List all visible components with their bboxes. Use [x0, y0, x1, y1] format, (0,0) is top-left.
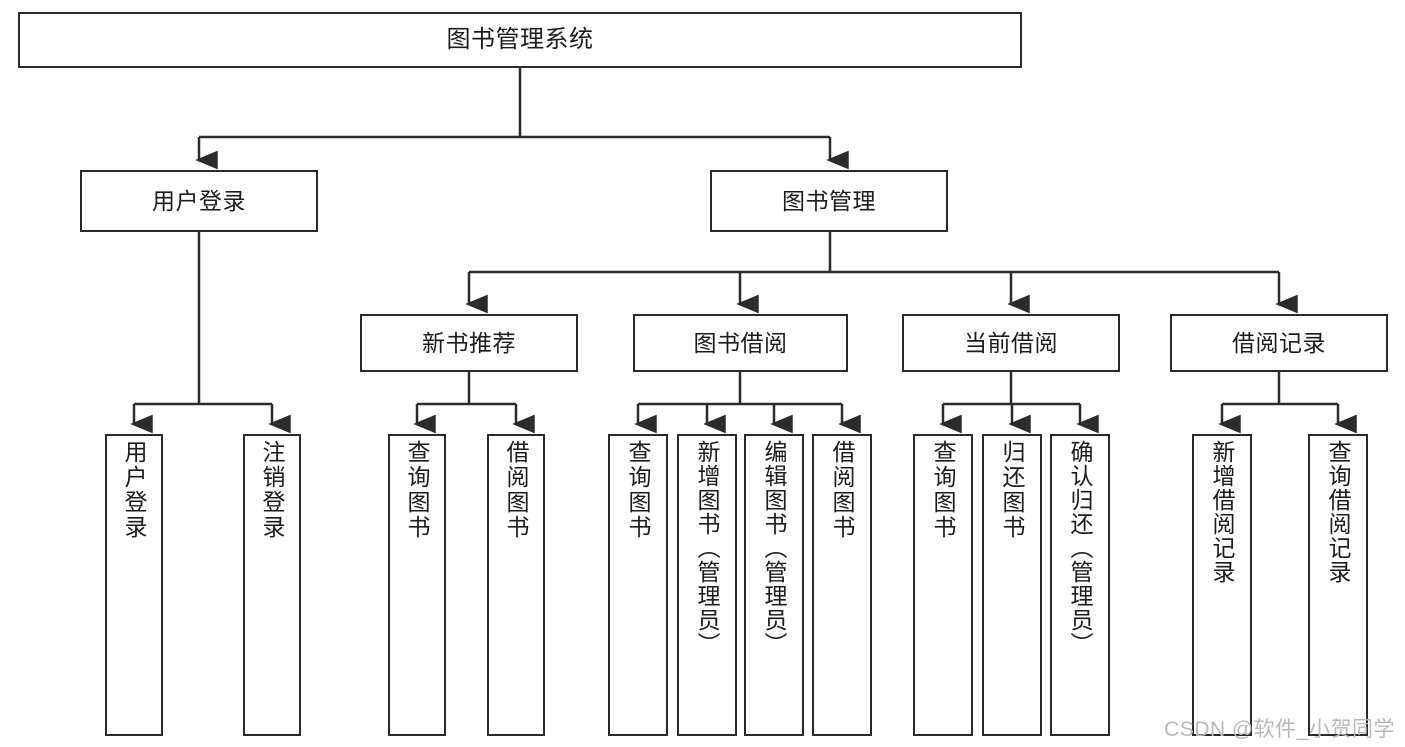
node-leaf-logout[interactable]: 注销登录: [243, 434, 301, 736]
node-leaf-add-book-admin[interactable]: 新增图书（管理员）: [677, 434, 737, 736]
watermark-text: CSDN @软件_小贺同学: [1164, 718, 1395, 741]
node-label: 用户登录: [152, 187, 246, 214]
node-label: 注销登录: [259, 440, 286, 540]
node-label: 借阅记录: [1232, 329, 1326, 356]
node-label: 查询图书: [930, 440, 957, 540]
node-label: 编辑图书（管理员）: [761, 440, 788, 656]
node-label: 用户登录: [121, 440, 148, 540]
node-label: 确认归还（管理员）: [1067, 440, 1094, 656]
node-leaf-borrow-book-recommend[interactable]: 借阅图书: [487, 434, 545, 736]
node-leaf-return-book[interactable]: 归还图书: [982, 434, 1042, 736]
node-leaf-confirm-return-admin[interactable]: 确认归还（管理员）: [1050, 434, 1110, 736]
node-label: 借阅图书: [503, 440, 530, 540]
node-leaf-query-book-borrow[interactable]: 查询图书: [608, 434, 668, 736]
node-level3-book-borrow[interactable]: 图书借阅: [633, 314, 848, 372]
node-level3-current-borrow[interactable]: 当前借阅: [902, 314, 1120, 372]
node-label: 新增借阅记录: [1209, 440, 1236, 584]
node-label: 查询借阅记录: [1325, 440, 1352, 584]
node-level3-new-book-recommend[interactable]: 新书推荐: [360, 314, 578, 372]
node-leaf-add-borrow-record[interactable]: 新增借阅记录: [1192, 434, 1252, 736]
node-level3-borrow-record[interactable]: 借阅记录: [1170, 314, 1388, 372]
node-leaf-query-borrow-record[interactable]: 查询借阅记录: [1308, 434, 1368, 736]
node-leaf-query-book-recommend[interactable]: 查询图书: [388, 434, 446, 736]
node-label: 图书管理系统: [446, 26, 594, 54]
node-level2-user-login[interactable]: 用户登录: [80, 170, 318, 232]
node-label: 新书推荐: [422, 329, 516, 356]
node-leaf-edit-book-admin[interactable]: 编辑图书（管理员）: [744, 434, 804, 736]
node-label: 借阅图书: [829, 440, 856, 540]
node-label: 图书管理: [782, 187, 876, 214]
node-label: 图书借阅: [693, 329, 788, 356]
node-label: 新增图书（管理员）: [694, 440, 721, 656]
node-leaf-query-book-current[interactable]: 查询图书: [913, 434, 973, 736]
node-root[interactable]: 图书管理系统: [18, 12, 1022, 68]
node-label: 当前借阅: [964, 329, 1058, 356]
node-label: 查询图书: [404, 440, 431, 540]
node-leaf-user-login[interactable]: 用户登录: [105, 434, 163, 736]
node-leaf-borrow-book[interactable]: 借阅图书: [812, 434, 872, 736]
node-label: 归还图书: [999, 440, 1026, 540]
node-label: 查询图书: [625, 440, 652, 540]
node-level2-book-management[interactable]: 图书管理: [710, 170, 948, 232]
